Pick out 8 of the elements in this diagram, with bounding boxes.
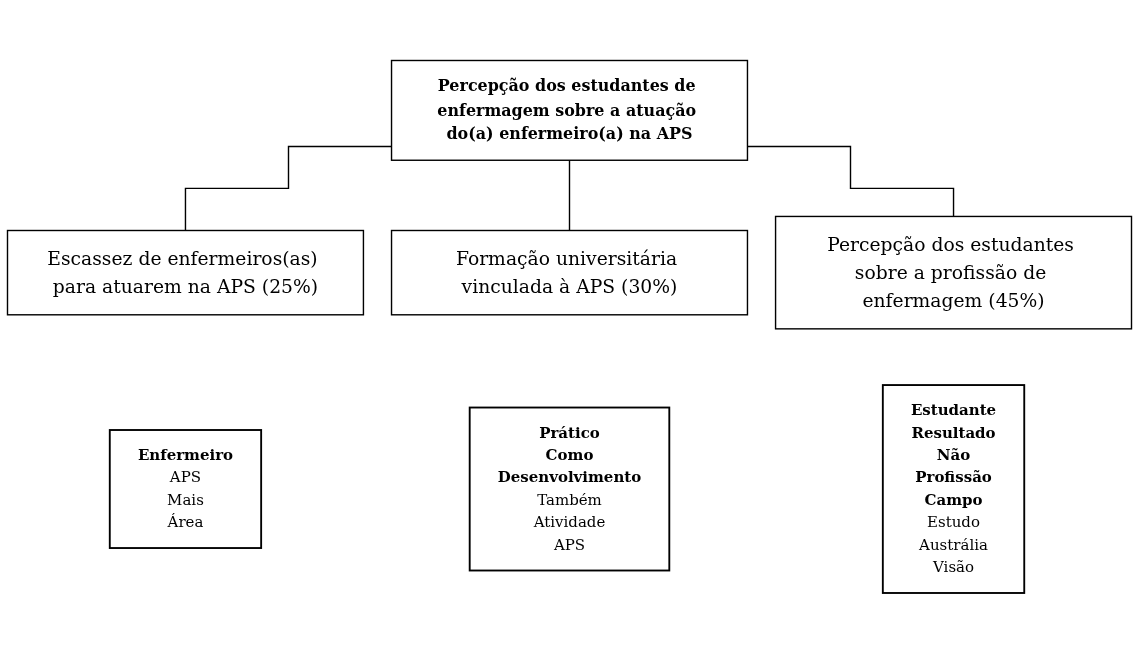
- node-box: Prático Como Desenvolvimento Também Atividade APS: [468, 406, 671, 572]
- node-box: Estudante Resultado Não Profissão Campo Estudo Austrália Visão: [881, 383, 1026, 594]
- node-box: Formação universitária vinculada à APS (30%): [390, 229, 749, 316]
- node-box: Percepção dos estudantes sobre a profissão de enfermagem (45%): [774, 215, 1133, 330]
- node-box: Percepção dos estudantes de enfermagem sobre a atuação do(a) enfermeiro(a) na APS: [390, 59, 749, 161]
- node-box: Enfermeiro APS Mais Área: [108, 428, 263, 549]
- connector: [568, 159, 571, 231]
- node-box: Escassez de enfermeiros(as) para atuarem na APS (25%): [6, 229, 365, 316]
